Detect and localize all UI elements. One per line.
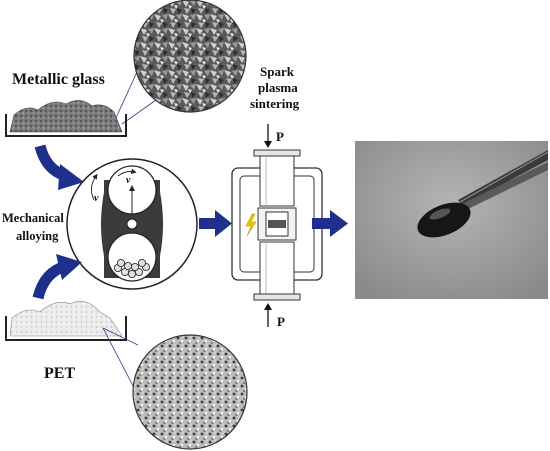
zoom-line-bottom-1: [102, 327, 139, 346]
pressure-label-bottom: P: [277, 314, 285, 329]
sps-label-line2: plasma: [258, 80, 298, 95]
pet-tray: [5, 301, 127, 341]
sps-apparatus: [231, 149, 323, 301]
mechanical-alloying-label-line2: alloying: [16, 229, 59, 243]
zoom-line-top-1: [114, 71, 138, 121]
ball-mill-diagram: [66, 158, 198, 290]
milling-balls: [114, 258, 150, 278]
pet-label: PET: [44, 365, 75, 382]
sample-photo: [355, 141, 549, 299]
curved-arrow-icon: [32, 254, 82, 300]
pressure-arrow-top: [264, 124, 272, 148]
pet-micrograph: [132, 334, 248, 450]
pressure-arrow-bottom: [264, 303, 272, 327]
curved-arrow-icon: [34, 144, 84, 190]
mechanical-alloying-label-line1: Mechanical: [2, 211, 64, 225]
lightning-icon: [245, 213, 257, 237]
pressure-label-top: P: [276, 129, 284, 144]
metallic-glass-label: Metallic glass: [12, 71, 105, 88]
metallic-glass-tray: [5, 100, 127, 137]
sps-label-line1: Spark: [260, 64, 295, 79]
velocity-label-left: v: [94, 193, 99, 204]
flow-arrow-icon: [199, 210, 232, 237]
flow-arrow-icon: [312, 210, 348, 237]
zoom-line-top-2: [121, 99, 157, 125]
metallic-glass-micrograph: [133, 0, 247, 113]
sintered-disc: [417, 202, 471, 238]
sps-label-line3: sintering: [250, 96, 300, 111]
velocity-label-right: v: [126, 175, 131, 186]
tweezers: [458, 150, 549, 210]
